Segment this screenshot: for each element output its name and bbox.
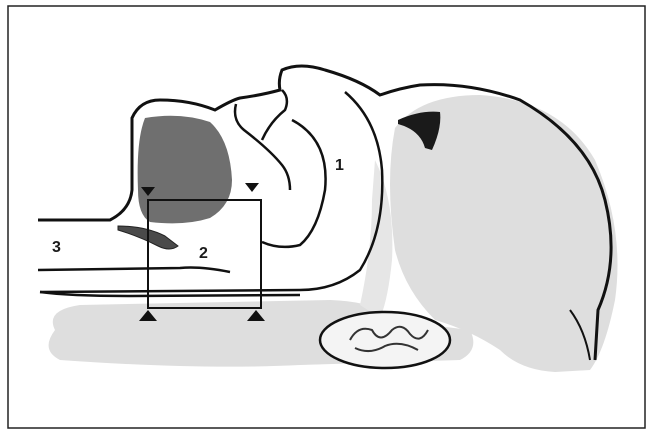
light-mid-region — [360, 160, 392, 318]
spine-oval — [320, 312, 450, 368]
dark-sinus-region — [138, 116, 232, 224]
marker-top-right — [245, 183, 259, 192]
label-3: 3 — [52, 239, 61, 256]
label-2: 2 — [199, 245, 208, 262]
pharynx-line-inner — [262, 120, 326, 247]
neck-upper-line — [38, 268, 230, 273]
facial-inner-contour — [235, 104, 290, 190]
label-1: 1 — [335, 157, 344, 174]
nasal-line — [262, 90, 287, 140]
